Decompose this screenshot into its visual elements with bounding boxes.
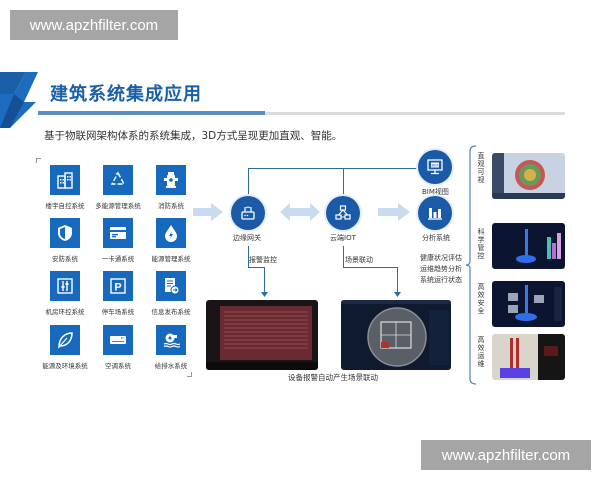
shield-icon bbox=[58, 225, 72, 241]
flow-arrow-bidirectional-icon bbox=[280, 203, 320, 221]
scene-linkage-screen bbox=[341, 300, 451, 370]
bar-chart-icon bbox=[428, 208, 442, 220]
thumbnail-visualization bbox=[492, 153, 565, 199]
system-tile-machine-room: 机房环控系统 bbox=[40, 271, 90, 316]
analysis-note: 系统运行状态 bbox=[420, 276, 462, 284]
flow-arrow-right-icon bbox=[378, 203, 410, 221]
bim-model-screenshot bbox=[492, 153, 565, 199]
connector-line bbox=[248, 267, 265, 268]
corner-chevron-decoration bbox=[0, 72, 38, 128]
thumbnail-security bbox=[492, 281, 565, 327]
grid-corner-mark bbox=[187, 372, 192, 377]
leaf-icon bbox=[58, 332, 73, 349]
bim-view-label: BIM视图 bbox=[422, 188, 449, 196]
system-tile-info-publish: 信息发布系统 bbox=[146, 271, 196, 316]
system-tile-card: 一卡通系统 bbox=[93, 218, 143, 263]
fire-hydrant-icon bbox=[164, 172, 178, 188]
connector-line bbox=[248, 246, 249, 268]
system-tile-environment: 能源及环境系统 bbox=[40, 325, 90, 370]
flow-arrow-right-icon bbox=[193, 203, 223, 221]
alarm-monitor-label: 报警监控 bbox=[249, 256, 277, 264]
analysis-note: 运维趋势分析 bbox=[420, 265, 462, 273]
sliders-icon bbox=[57, 278, 73, 294]
water-drop-bolt-icon bbox=[165, 225, 177, 242]
parking-icon: P bbox=[110, 278, 126, 294]
arrow-down-icon bbox=[394, 292, 401, 297]
thumbnail-maintenance bbox=[492, 334, 565, 380]
connector-line bbox=[397, 267, 398, 294]
3d-floor-plan-screenshot bbox=[341, 300, 451, 367]
network-topology-icon bbox=[335, 205, 351, 220]
control-dashboard-screenshot bbox=[516, 229, 561, 263]
alarm-table-screenshot bbox=[206, 306, 318, 370]
card-icon bbox=[110, 227, 126, 239]
system-tile-security: 安防系统 bbox=[40, 218, 90, 263]
water-pump-icon bbox=[163, 333, 181, 348]
connector-line bbox=[264, 267, 265, 294]
building-icon bbox=[57, 172, 73, 189]
analysis-system-label: 分析系统 bbox=[422, 234, 450, 242]
arrow-down-icon bbox=[261, 292, 268, 297]
curly-brace-divider bbox=[466, 145, 476, 385]
system-tile-parking: P 停车场系统 bbox=[93, 271, 143, 316]
cloud-iot-label: 云端IOT bbox=[330, 234, 356, 242]
system-tile-multi-energy: 多能源管理系统 bbox=[93, 165, 143, 210]
system-tile-building-automation: 楼宇自控系统 bbox=[40, 165, 90, 210]
benefit-label: 高效安全 bbox=[477, 283, 485, 315]
router-icon bbox=[241, 206, 255, 220]
connector-line bbox=[248, 168, 249, 196]
security-dashboard-screenshot bbox=[508, 285, 562, 321]
analysis-note: 健康状况评估 bbox=[420, 254, 462, 262]
page-subtitle: 基于物联网架构体系的系统集成，3D方式呈现更加直观、智能。 bbox=[44, 130, 343, 142]
air-conditioner-icon bbox=[110, 336, 126, 344]
system-tile-air-conditioning: 空调系统 bbox=[93, 325, 143, 370]
recycle-icon bbox=[110, 171, 126, 185]
title-underline-accent bbox=[38, 111, 265, 115]
bim-view-node: BIM bbox=[418, 150, 452, 184]
grid-corner-mark bbox=[36, 158, 41, 163]
title-underline bbox=[265, 112, 565, 115]
monitor-bim-icon: BIM bbox=[427, 159, 443, 175]
benefit-label: 高效运维 bbox=[477, 336, 485, 368]
analysis-system-node bbox=[418, 196, 452, 230]
connector-line bbox=[343, 267, 398, 268]
scene-linkage-label: 场景联动 bbox=[345, 256, 373, 264]
alarm-monitor-screen bbox=[206, 300, 318, 370]
watermark-top: www.apzhfilter.com bbox=[10, 10, 178, 40]
system-tile-energy-management: 能源管理系统 bbox=[146, 218, 196, 263]
benefit-label: 科学管控 bbox=[477, 228, 485, 260]
thumbnail-control bbox=[492, 223, 565, 269]
pipe-room-screenshot bbox=[500, 334, 565, 380]
connector-line bbox=[248, 168, 418, 169]
system-tile-water-supply: 给排水系统 bbox=[146, 325, 196, 370]
connector-line bbox=[343, 168, 344, 196]
svg-text:P: P bbox=[114, 282, 121, 294]
watermark-bottom: www.apzhfilter.com bbox=[421, 440, 591, 470]
svg-text:BIM: BIM bbox=[431, 163, 438, 168]
screens-caption: 设备报警自动产生场景联动 bbox=[288, 373, 378, 382]
page-title: 建筑系统集成应用 bbox=[50, 84, 202, 105]
cloud-iot-node bbox=[326, 196, 360, 230]
connector-line bbox=[343, 246, 344, 268]
system-tile-fire: 消防系统 bbox=[146, 165, 196, 210]
benefit-label: 直观可视 bbox=[477, 152, 485, 184]
edge-gateway-label: 边缘网关 bbox=[233, 234, 261, 242]
edge-gateway-node bbox=[231, 196, 265, 230]
document-arrow-icon bbox=[165, 278, 180, 295]
